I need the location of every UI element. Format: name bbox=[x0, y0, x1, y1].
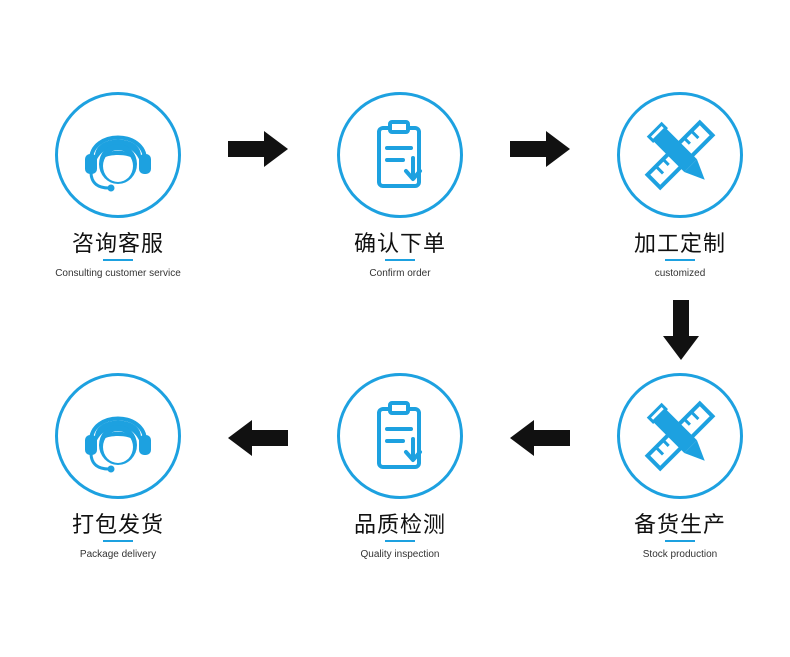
step-title: 咨询客服 bbox=[71, 232, 164, 257]
step-subtitle: Quality inspection bbox=[360, 549, 440, 560]
step-circle bbox=[617, 373, 743, 499]
arrow-down-icon bbox=[663, 300, 699, 360]
title-underline bbox=[665, 259, 695, 261]
step-circle bbox=[55, 373, 181, 499]
arrow-right-icon bbox=[228, 131, 288, 167]
pencil-ruler-icon bbox=[637, 393, 723, 479]
pencil-ruler-icon bbox=[637, 112, 723, 198]
step-title: 打包发货 bbox=[71, 513, 164, 538]
step-subtitle: Confirm order bbox=[369, 268, 431, 279]
title-underline bbox=[103, 259, 133, 261]
arrow-left-icon bbox=[510, 420, 570, 456]
step-subtitle: Consulting customer service bbox=[55, 268, 181, 279]
clipboard-icon bbox=[357, 112, 443, 198]
step-title: 品质检测 bbox=[353, 513, 446, 538]
arrow-right-icon bbox=[510, 131, 570, 167]
step-circle bbox=[617, 92, 743, 218]
arrow-left-icon bbox=[228, 420, 288, 456]
step-title: 加工定制 bbox=[633, 232, 726, 257]
headset-icon bbox=[75, 112, 161, 198]
headset-icon bbox=[75, 393, 161, 479]
step-subtitle: Package delivery bbox=[79, 549, 157, 560]
step-circle bbox=[337, 92, 463, 218]
title-underline bbox=[385, 540, 415, 542]
title-underline bbox=[385, 259, 415, 261]
step-circle bbox=[337, 373, 463, 499]
step-title: 备货生产 bbox=[633, 513, 726, 538]
step-subtitle: customized bbox=[654, 268, 706, 279]
title-underline bbox=[665, 540, 695, 542]
title-underline bbox=[103, 540, 133, 542]
step-subtitle: Stock production bbox=[642, 549, 718, 560]
step-circle bbox=[55, 92, 181, 218]
clipboard-icon bbox=[357, 393, 443, 479]
step-title: 确认下单 bbox=[353, 232, 446, 257]
